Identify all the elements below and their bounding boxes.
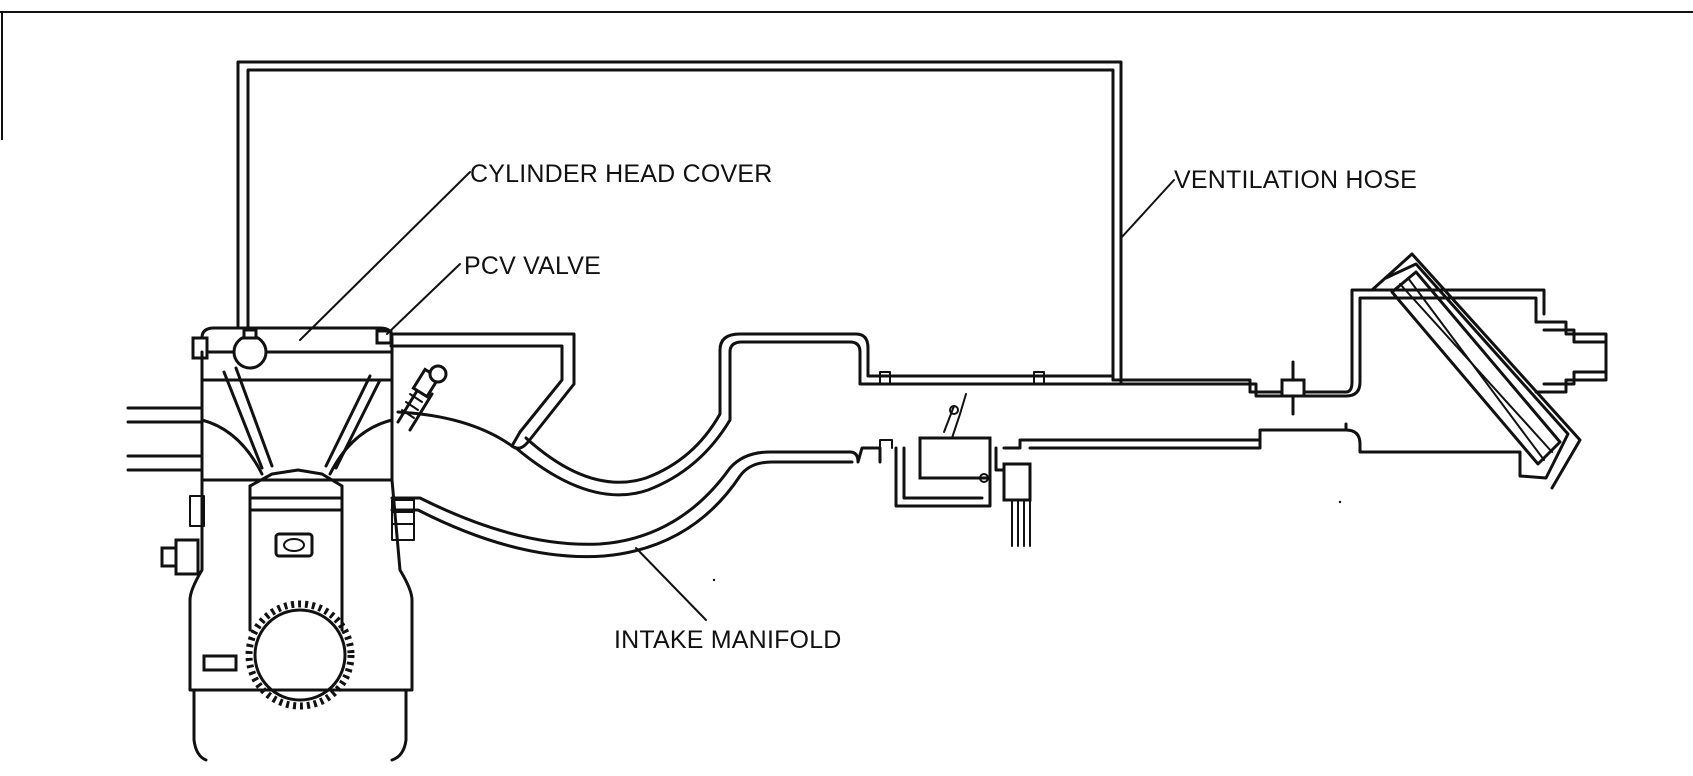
cylinder-block (188, 478, 414, 692)
engine (126, 326, 415, 762)
piston-pin (274, 532, 314, 558)
label-intake-manifold: INTAKE MANIFOLD (614, 626, 842, 654)
label-cylinder-head-cover: CYLINDER HEAD COVER (470, 160, 772, 188)
throttle-chamber (918, 436, 992, 480)
fuel-injector (396, 364, 448, 432)
hose-fitting (1280, 378, 1306, 398)
cylinder-head-cover (200, 326, 394, 354)
label-pcv-valve: PCV VALVE (464, 252, 601, 280)
crank-sprocket (253, 608, 347, 702)
air-intake-duct (1111, 288, 1546, 416)
cover-bolt (191, 336, 209, 360)
cover-cap (232, 334, 268, 370)
piston-crown (248, 468, 344, 488)
air-cleaner (1370, 252, 1608, 490)
sensor-connector (1002, 462, 1032, 502)
leader-pcv-valve (386, 263, 461, 335)
exhaust-valve (324, 374, 382, 470)
leader-ventilation-hose (1120, 179, 1175, 239)
label-ventilation-hose: VENTILATION HOSE (1174, 166, 1417, 194)
cover-cap-top (242, 328, 258, 340)
pcv-hose (389, 332, 576, 450)
leader-intake-manifold (635, 547, 707, 621)
intake-manifold (390, 332, 1390, 559)
intake-valve (222, 366, 274, 470)
cylinder-head (200, 350, 394, 482)
oil-pan (192, 688, 408, 762)
leader-cylinder-head-cover (299, 171, 471, 341)
ventilation-hose (236, 60, 1123, 386)
